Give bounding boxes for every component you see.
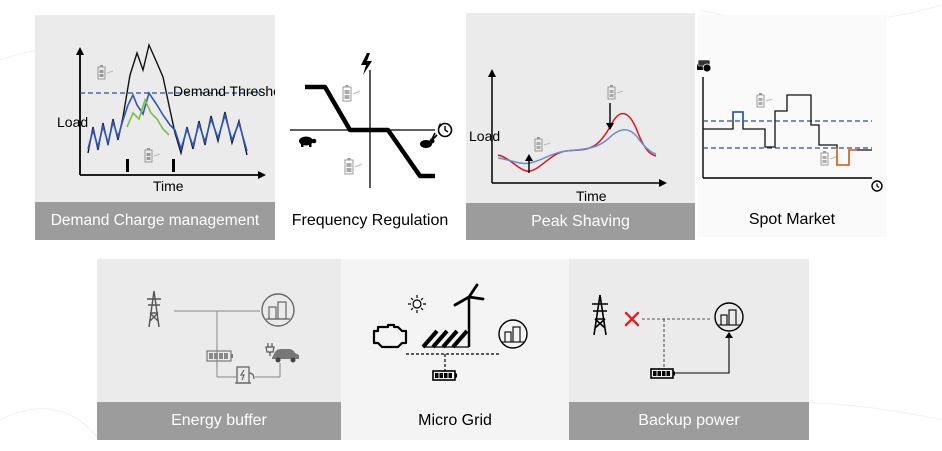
load-blue-line xyxy=(497,129,657,165)
panel-spot-market: Spot Market xyxy=(697,15,887,237)
panel-label-spot-market: Spot Market xyxy=(748,211,836,228)
lightning-icon xyxy=(361,53,372,75)
power-pylon-icon xyxy=(147,290,161,328)
micro-grid-diagram xyxy=(372,283,528,381)
spot-market-chart xyxy=(697,59,883,192)
peak-shaving-chart: Load Time xyxy=(469,69,667,204)
plug-icon xyxy=(265,343,275,356)
clock-icon xyxy=(437,122,453,138)
wind-turbine-icon xyxy=(453,283,485,347)
battery-icon xyxy=(756,93,773,108)
panel-label-energy-buffer: Energy buffer xyxy=(97,402,341,440)
panel-label-peak-shaving: Peak Shaving xyxy=(466,203,695,240)
demand-charge-chart: Demand Threshold Load Time xyxy=(57,42,275,194)
rabbit-icon xyxy=(420,132,438,148)
building-icon xyxy=(261,293,295,327)
panel-label-micro-grid: Micro Grid xyxy=(418,412,492,429)
electric-car-icon xyxy=(272,349,299,363)
building-icon xyxy=(498,319,528,349)
regulation-curve xyxy=(305,84,435,179)
battery-icon xyxy=(342,85,361,102)
energy-buffer-diagram xyxy=(147,290,299,384)
panel-energy-buffer: Energy buffer xyxy=(97,259,341,440)
discharge-marker-1 xyxy=(126,159,129,172)
x-axis-label: Time xyxy=(153,178,184,194)
panel-label-demand-charge: Demand Charge management xyxy=(35,202,275,240)
battery-icon xyxy=(344,158,363,175)
price-orange-line xyxy=(836,148,857,166)
y-axis-arrow xyxy=(488,69,496,77)
battery-icon xyxy=(650,368,675,379)
building-icon xyxy=(714,302,744,332)
battery-green-line xyxy=(126,97,170,136)
panel-demand-charge: Demand Threshold Load Time Demand Charge… xyxy=(35,15,275,240)
engine-icon xyxy=(372,323,408,349)
panel-peak-shaving: Load Time Peak Shaving xyxy=(466,13,695,240)
panel-label-frequency-regulation: Frequency Regulation xyxy=(291,212,449,229)
load-black-line xyxy=(87,42,248,156)
discharge-marker-2 xyxy=(172,159,175,172)
money-stack-icon xyxy=(697,59,712,73)
battery-icon xyxy=(607,85,624,100)
x-axis-arrow xyxy=(659,179,667,187)
price-blue-line xyxy=(732,111,744,122)
battery-icon xyxy=(432,370,457,381)
battery-icon xyxy=(206,350,233,362)
price-black-line xyxy=(703,94,872,166)
cross-icon xyxy=(624,311,640,327)
battery-icon xyxy=(534,137,551,152)
battery-icon xyxy=(97,65,114,80)
panel-backup-power: Backup power xyxy=(569,259,809,440)
panel-label-backup-power: Backup power xyxy=(569,402,809,440)
backup-line xyxy=(675,335,730,374)
power-pylon-icon xyxy=(592,294,608,336)
x-axis-arrow xyxy=(258,171,266,179)
backup-power-diagram xyxy=(592,294,744,379)
y-axis-label: Load xyxy=(469,128,500,144)
y-axis-label: Load xyxy=(57,114,88,130)
panel-micro-grid: Micro Grid xyxy=(341,259,569,440)
sun-icon xyxy=(408,295,426,313)
battery-icon xyxy=(820,151,837,166)
battery-icon xyxy=(144,148,161,163)
turtle-icon xyxy=(299,136,317,147)
threshold-label: Demand Threshold xyxy=(173,83,275,99)
x-axis-label: Time xyxy=(576,188,607,204)
load-blue-line xyxy=(87,91,248,152)
solar-panel-icon xyxy=(421,329,469,349)
panel-frequency-regulation: Frequency Regulation xyxy=(285,40,465,245)
clock-icon xyxy=(871,180,883,192)
y-axis-arrow xyxy=(76,47,84,55)
frequency-regulation-chart xyxy=(290,53,453,188)
charging-station-icon xyxy=(235,366,255,384)
